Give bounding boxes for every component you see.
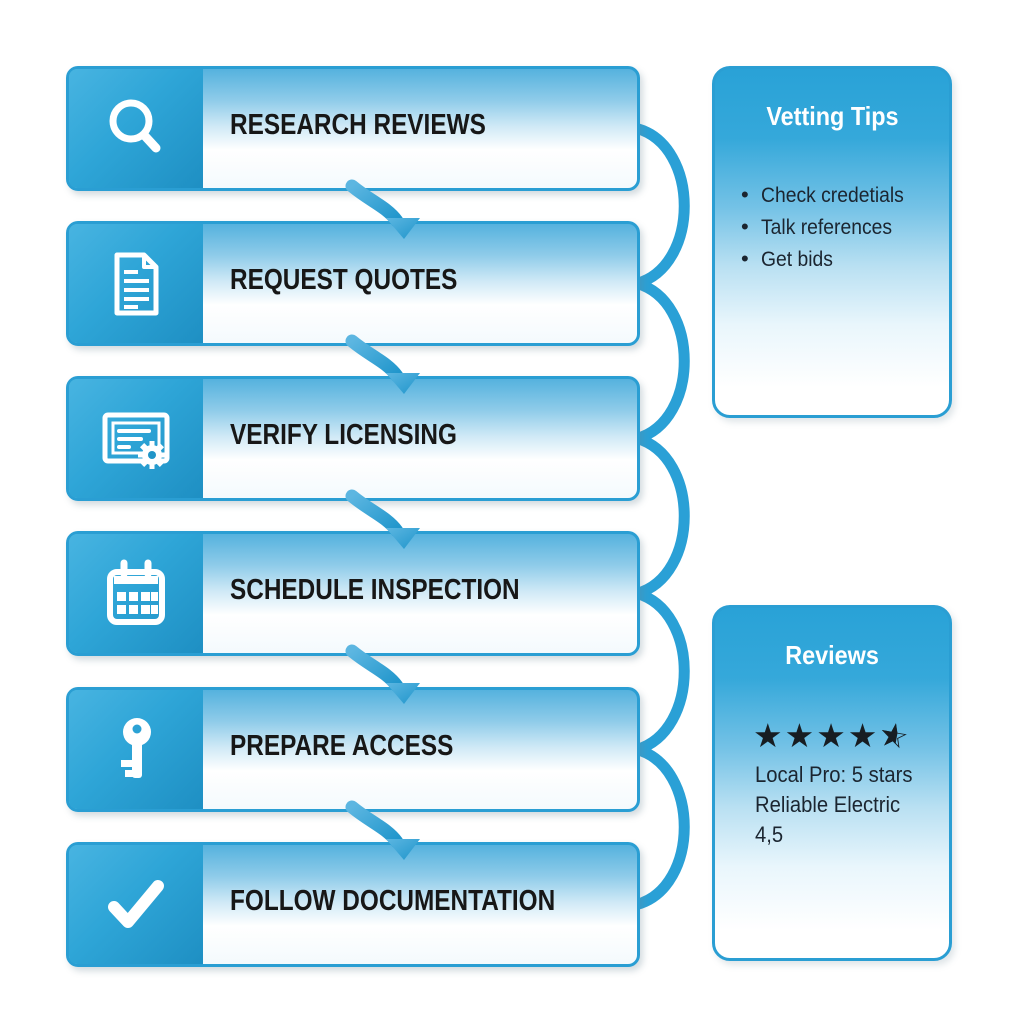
- list-item: • Check credetials: [741, 179, 939, 211]
- key-icon: [69, 690, 203, 809]
- search-icon: [69, 69, 203, 188]
- list-item: • Talk references: [741, 211, 939, 243]
- flow-step-prepare-access: PREPARE ACCESS: [66, 687, 640, 812]
- bullet-icon: •: [741, 246, 749, 271]
- step-label: PREPARE ACCESS: [230, 730, 454, 762]
- star-icon: ★: [784, 717, 817, 754]
- star-icon: ★: [753, 717, 785, 754]
- star-icon: ★: [847, 717, 880, 754]
- flow-step-request-quotes: REQUEST QUOTES: [66, 221, 640, 346]
- flow-step-follow-documentation: FOLLOW DOCUMENTATION: [66, 842, 640, 967]
- bullet-icon: •: [741, 182, 749, 207]
- flow-step-schedule-inspection: SCHEDULE INSPECTION: [66, 531, 640, 656]
- vetting-tips-list: • Check credetials • Talk references • G…: [741, 179, 939, 275]
- review-line: 4,5: [755, 822, 784, 847]
- review-lines: Local Pro: 5 stars Reliable Electric 4,5: [755, 760, 926, 850]
- bullet-icon: •: [741, 214, 749, 239]
- review-line: Reliable Electric: [755, 792, 901, 817]
- vetting-tips-title: Vetting Tips: [765, 101, 899, 131]
- vetting-tips-panel: Vetting Tips • Check credetials • Talk r…: [712, 66, 952, 418]
- reviews-title: Reviews: [785, 640, 879, 670]
- step-label: FOLLOW DOCUMENTATION: [230, 885, 556, 917]
- flow-step-verify-licensing: VERIFY LICENSING: [66, 376, 640, 501]
- step-label: SCHEDULE INSPECTION: [230, 574, 520, 606]
- half-star-icon: ☆★: [876, 714, 914, 757]
- review-line: Local Pro: 5 stars: [755, 762, 913, 787]
- reviews-panel: Reviews ★★★★☆★ Local Pro: 5 stars Reliab…: [712, 605, 952, 961]
- calendar-icon: [69, 534, 203, 653]
- star-rating: ★★★★☆★: [753, 714, 914, 757]
- step-label: REQUEST QUOTES: [230, 264, 458, 296]
- document-icon: [69, 224, 203, 343]
- list-item: • Get bids: [741, 243, 939, 275]
- check-icon: [69, 845, 203, 964]
- star-icon: ★: [816, 717, 848, 754]
- step-label: RESEARCH REVIEWS: [230, 109, 486, 141]
- certificate-icon: [69, 379, 203, 498]
- step-label: VERIFY LICENSING: [230, 419, 457, 451]
- flow-step-research-reviews: RESEARCH REVIEWS: [66, 66, 640, 191]
